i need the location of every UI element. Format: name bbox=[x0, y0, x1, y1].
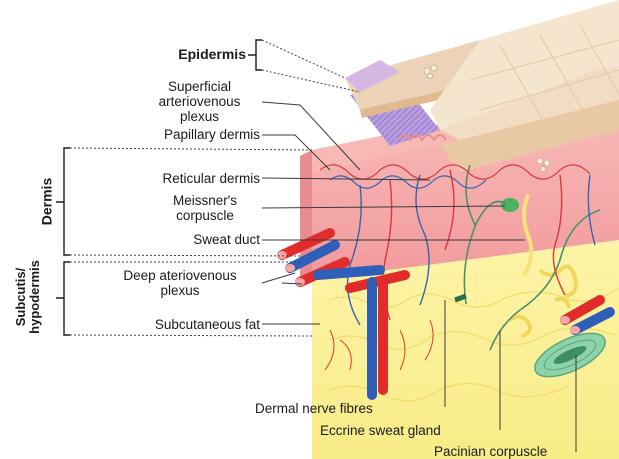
side-label-subcutis-line2: hypodermis bbox=[28, 257, 42, 337]
label-epidermis: Epidermis bbox=[120, 47, 246, 62]
label-superficial-plexus-line1: Superficial bbox=[137, 79, 262, 94]
label-papillary-dermis: Papillary dermis bbox=[80, 127, 260, 142]
label-eccrine-sweat-gland: Eccrine sweat gland bbox=[320, 423, 441, 438]
label-subcutaneous-fat: Subcutaneous fat bbox=[80, 317, 260, 332]
label-pacinian-corpuscle: Pacinian corpuscle bbox=[434, 444, 547, 459]
label-reticular-dermis: Reticular dermis bbox=[80, 171, 260, 186]
label-superficial-plexus-line3: plexus bbox=[137, 109, 262, 124]
label-dermal-nerve-fibres: Dermal nerve fibres bbox=[255, 401, 373, 416]
side-label-dermis: Dermis bbox=[40, 162, 55, 242]
side-label-subcutis-line1: Subcutis/ bbox=[14, 257, 28, 337]
label-meissner-line2: corpuscle bbox=[150, 208, 260, 223]
label-meissner-line1: Meissner's bbox=[150, 193, 260, 208]
label-superficial-plexus: Superficial arteriovenous plexus bbox=[137, 79, 262, 124]
side-label-subcutis: Subcutis/ hypodermis bbox=[14, 257, 42, 337]
label-deep-plexus-line2: plexus bbox=[100, 283, 260, 298]
label-deep-plexus: Deep ateriovenous plexus bbox=[100, 268, 260, 298]
label-sweat-duct: Sweat duct bbox=[100, 232, 260, 247]
label-meissner-corpuscle: Meissner's corpuscle bbox=[150, 193, 260, 223]
label-superficial-plexus-line2: arteriovenous bbox=[137, 94, 262, 109]
meissner-corpuscle-shape bbox=[501, 198, 519, 212]
label-deep-plexus-line1: Deep ateriovenous bbox=[100, 268, 260, 283]
